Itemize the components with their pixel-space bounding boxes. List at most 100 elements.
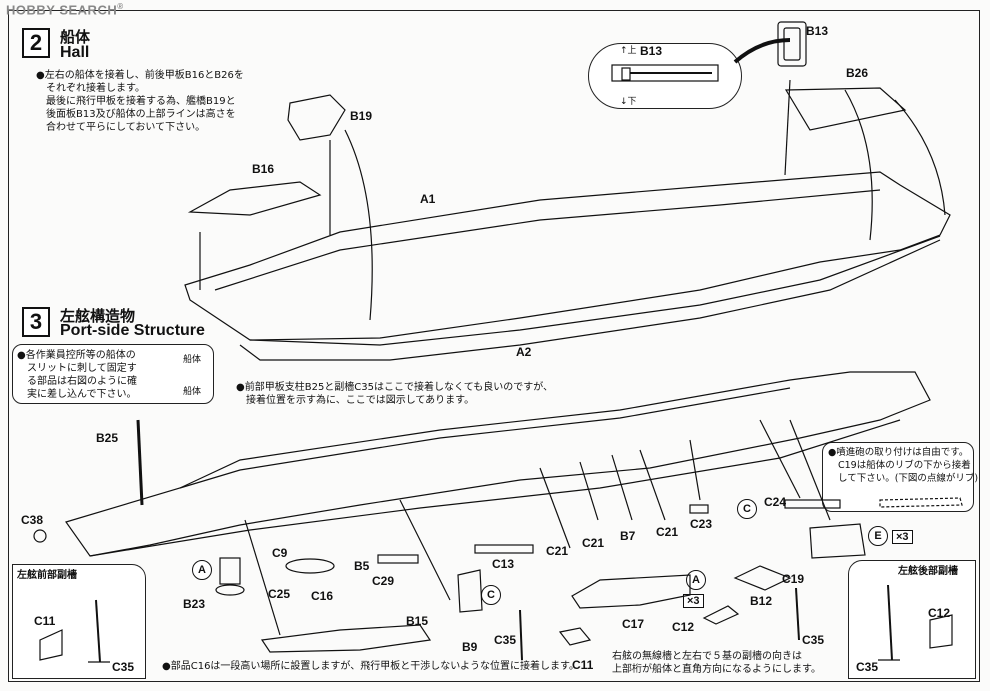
slit-note: ●各作業員控所等の船体の スリットに刺して固定す る部品は右図のように確 実に差…	[17, 349, 137, 401]
c35-inset-left	[95, 599, 101, 663]
label-b19: B19	[350, 109, 373, 123]
b13-part	[777, 21, 807, 67]
step-3-title-en: Port-side Structure	[60, 322, 205, 339]
c12-part	[702, 605, 740, 625]
c35-mid	[519, 609, 523, 661]
hull-step3	[65, 371, 931, 557]
hull-note-line: 後面板B13及び船体の上部ラインは高さを	[46, 109, 236, 120]
b13-part-shape	[611, 64, 719, 82]
inset-right-box	[848, 560, 976, 679]
c38-part	[33, 529, 47, 543]
watermark: HOBBY SEARCH®	[6, 2, 124, 17]
c35-inset-right	[887, 584, 893, 661]
forward-note: ●前部甲板支柱B25と副檣C35はここで接着しなくても良いのですが、 接着位置を…	[236, 381, 553, 407]
hull-note: ●左右の船体を接着し、前後甲板B16とB26を それぞれ接着します。 最後に飛行…	[36, 69, 244, 134]
step-2-title-jp: 船体	[60, 28, 91, 46]
rocket-note-line: して下さい。(下図の点線がリブ)	[838, 473, 979, 484]
hull-note-line: ●左右の船体を接着し、前後甲板B16とB26を	[36, 70, 244, 81]
c11-part	[558, 627, 592, 646]
rocket-note: ●噴進砲の取り付けは自由です。 C19は船体のリブの下から接着 して下さい。(下…	[828, 446, 978, 485]
label-c9: C9	[272, 546, 288, 560]
forward-note-line: ●前部甲板支柱B25と副檣C35はここで接着しなくても良いのですが、	[236, 382, 554, 393]
label-b5: B5	[354, 559, 370, 573]
watermark-mark: ®	[117, 2, 124, 11]
bottom-right-note-line: 上部桁が船体と直角方向になるようにします。	[612, 664, 821, 675]
label-c12: C12	[672, 620, 695, 634]
b13-detail-title: B13	[640, 44, 663, 58]
slit-legend-1: 船体	[183, 355, 202, 365]
label-b15: B15	[406, 614, 429, 628]
slit-note-line: る部品は右図のように確	[27, 376, 137, 387]
marker-c-right: C	[737, 499, 757, 519]
c11-inset	[39, 629, 63, 661]
label-c17: C17	[622, 617, 645, 631]
label-c35-mid: C35	[494, 633, 517, 647]
label-c21-b: C21	[582, 536, 605, 550]
marker-e: E	[868, 526, 888, 546]
label-c21-a: C21	[546, 544, 569, 558]
c9-part	[285, 558, 335, 574]
label-c35-inset-right: C35	[856, 660, 879, 674]
marker-a-left: A	[192, 560, 212, 580]
rocket-note-box	[822, 442, 974, 512]
forward-note-line: 接着位置を示す為に、ここでは図示してあります。	[246, 395, 475, 406]
label-a1: A1	[420, 192, 436, 206]
inset-left-box	[12, 564, 146, 679]
label-c11: C11	[572, 658, 594, 672]
slit-note-line: ●各作業員控所等の船体の	[17, 350, 136, 361]
label-c38: C38	[21, 513, 44, 527]
step-number-3: 3	[22, 307, 50, 337]
label-c25: C25	[268, 587, 291, 601]
step-3-title-jp: 左舷構造物	[60, 307, 136, 325]
label-a2: A2	[516, 345, 532, 359]
marker-a-right: A	[686, 570, 706, 590]
inset-right-title: 左舷後部副檣	[898, 566, 958, 577]
hull-deck-line	[214, 189, 881, 291]
c12-inset	[929, 614, 953, 649]
rocket-note-line: ●噴進砲の取り付けは自由です。	[828, 447, 969, 458]
hull-note-line: 合わせて平らにしておいて下さい。	[46, 122, 206, 133]
b23-part	[219, 557, 241, 585]
label-c16: C16	[311, 589, 334, 603]
hull-a1	[184, 171, 951, 341]
label-b23: B23	[183, 597, 206, 611]
bottom-right-note: 右舷の無線檣と左右で５基の副檣の向きは 上部桁が船体と直角方向になるようにします…	[612, 650, 821, 676]
c19-part	[809, 523, 866, 559]
c17-part	[571, 574, 691, 609]
b9-part	[457, 569, 483, 613]
label-b13: B13	[806, 24, 829, 38]
sheet-border	[8, 10, 980, 682]
slit-legend-2: 船体	[183, 387, 202, 397]
b13-down-label: ↓下	[620, 97, 637, 107]
hull-step3-deck	[179, 387, 791, 489]
b15-part	[260, 624, 432, 653]
label-c35-right: C35	[802, 633, 825, 647]
hull-note-line: 最後に飛行甲板を接着する為、艦橋B19と	[46, 96, 236, 107]
bottom-left-note: ●部品C16は一段高い場所に設置しますが、飛行甲板と干渉しないような位置に接着し…	[162, 661, 580, 672]
label-b26: B26	[846, 66, 869, 80]
label-c21-c: C21	[656, 525, 679, 539]
multiplier-a: ×3	[683, 594, 704, 608]
b26-deck	[784, 87, 907, 131]
hull-a2-line	[249, 235, 941, 346]
b16-deck	[187, 181, 322, 216]
b13-arrow	[733, 38, 791, 64]
c13-part	[474, 544, 534, 554]
rib-detail	[879, 497, 963, 508]
b25-mast	[136, 419, 144, 506]
c24-part	[784, 499, 841, 509]
step-number-2: 2	[22, 28, 50, 58]
hull-note-line: それぞれ接着します。	[46, 83, 145, 94]
step-2-title-en: Hall	[60, 44, 90, 61]
b12-part	[733, 565, 792, 591]
slit-note-box	[12, 344, 214, 404]
b5-part	[377, 554, 419, 564]
rocket-note-line: C19は船体のリブの下から接着	[838, 460, 971, 471]
label-c11-inset: C11	[34, 614, 56, 628]
label-c13: C13	[492, 557, 515, 571]
slit-note-line: スリットに刺して固定す	[27, 363, 137, 374]
multiplier-e: ×3	[892, 530, 913, 544]
label-c29: C29	[372, 574, 395, 588]
slit-note-line: 実に差し込んで下さい。	[27, 389, 137, 400]
